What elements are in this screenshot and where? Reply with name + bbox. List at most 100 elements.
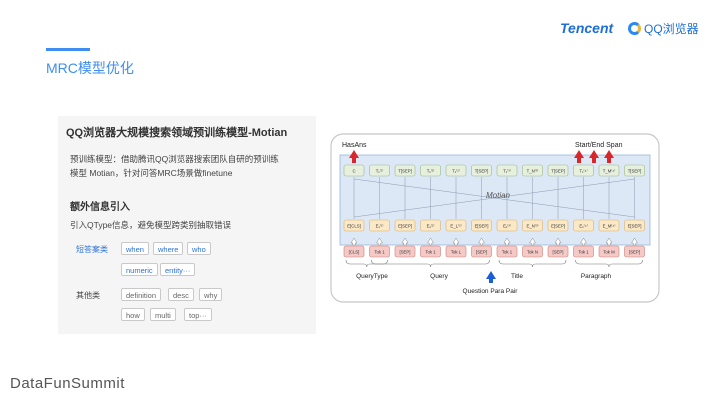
output-token-box [369,164,390,177]
input-token-box [471,245,492,258]
input-token: Tok 1 [369,245,390,258]
input-token-label: Tok 1 [502,250,513,255]
output-token-label: T_M⁽⁴⁾ [603,169,616,174]
output-token: T₁⁽⁴⁾ [573,164,594,177]
input-arrow [427,237,434,246]
qtype-tag: who [187,242,211,255]
input-token-box [598,245,620,258]
input-token: Tok 1 [496,245,518,258]
input-token-box [624,245,645,258]
input-token: Tok 1 [420,245,441,258]
input-token-box [496,245,518,258]
output-token: T[SEP] [471,164,492,177]
input-token-box [369,245,390,258]
input-token-box [420,245,441,258]
input-token: [SEP] [547,245,569,258]
qq-browser-logo: QQ浏览器 [628,20,699,37]
qtype-tag: entity··· [160,263,196,276]
connection-line [353,178,635,218]
embedding-token: E₁⁽¹⁾ [369,219,390,232]
output-red-arrow [604,150,614,163]
output-token-label: T₁⁽¹⁾ [376,169,384,174]
model-block [339,154,651,246]
input-token-label: [SEP] [476,250,487,255]
pretrain-desc-line2: 模型 Motian，针对问答MRC场景做finetune [70,168,233,178]
input-token: Tok N [522,245,543,258]
output-token: T₁⁽³⁾ [496,164,518,177]
embedding-token: E_M⁽⁴⁾ [598,219,620,232]
transformer-connections [353,177,635,219]
embedding-token-box [496,219,518,232]
short-answer-category-label: 短答案类 [76,245,108,254]
output-token: T[SEP] [547,164,569,177]
section-desc: 引入QType信息，避免模型跨类别抽取错误 [70,220,232,230]
embedding-token: E[SEP] [624,219,645,232]
pretrain-desc-line1: 预训练模型：借助腾讯QQ浏览器搜索团队自研的预训练 [70,154,279,164]
embedding-token-label: E₁⁽¹⁾ [376,224,384,229]
output-token: T[SEP] [624,164,645,177]
embedding-token-box [547,219,569,232]
input-token: [CLS] [343,245,365,258]
input-token-box [445,245,467,258]
embedding-token: E[SEP] [471,219,492,232]
output-token-label: T₁⁽⁴⁾ [579,169,587,174]
embedding-token: E₁⁽³⁾ [496,219,518,232]
output-token-box [624,164,645,177]
other-category-label: 其他类 [76,291,100,300]
group-label-querytype: QueryType [356,273,388,280]
embedding-token-box [369,219,390,232]
embedding-token-label: E[CLS] [347,224,361,229]
embedding-token-row: E[CLS] E₁⁽¹⁾ E[SEP] E₁⁽²⁾ E_L⁽²⁾ E[SEP] E₁⁽³⁾ E… [343,219,645,232]
input-arrow [350,237,358,246]
input-arrow [580,237,587,246]
output-token-box [445,164,467,177]
output-token-label: T₁⁽²⁾ [427,169,435,174]
output-token-box [471,164,492,177]
output-token: T_N⁽³⁾ [522,164,543,177]
segment-bracket [498,259,567,268]
embedding-token-box [522,219,543,232]
embedding-token-label: E₁⁽⁴⁾ [579,224,587,229]
output-token-label: T_N⁽³⁾ [527,169,539,174]
input-arrow [529,237,536,246]
group-label-paragraph: Paragraph [581,273,612,280]
group-label-query: Query [430,273,448,280]
output-token-box [573,164,594,177]
embedding-token-box [471,219,492,232]
input-arrow [503,237,511,246]
output-token-box [394,164,416,177]
embedding-token-label: E₁⁽²⁾ [427,224,435,229]
embedding-token-box [598,219,620,232]
segment-bracket [575,259,643,268]
embedding-token-label: E[SEP] [475,224,489,229]
segment-brackets [345,259,643,268]
embedding-token: E_L⁽²⁾ [445,219,467,232]
qtype-tag: how [121,308,145,321]
output-token-box [547,164,569,177]
footer-brand: DataFunSummit [10,375,125,392]
input-arrow [631,237,638,246]
qtype-tag: numeric [121,263,158,276]
input-token-label: [SEP] [400,250,411,255]
output-token-box [420,164,441,177]
input-token: Tok 1 [573,245,594,258]
output-token: T[SEP] [394,164,416,177]
embedding-token-box [624,219,645,232]
input-token: Tok M [598,245,620,258]
output-token-label: T[SEP] [475,169,489,174]
embedding-token-box [343,219,365,232]
output-token-label: T₁⁽²⁾ [452,169,460,174]
output-arrows [349,150,614,163]
input-token-label: Tok 1 [578,250,589,255]
output-token: T₁⁽²⁾ [445,164,467,177]
embedding-token: E[SEP] [547,219,569,232]
qq-browser-icon [628,22,641,35]
question-para-pair-label: Question Para Pair [463,288,519,295]
embedding-token-box [394,219,416,232]
qtype-tag: why [199,288,223,301]
input-arrows [350,237,638,246]
page-title: MRC模型优化 [46,60,134,76]
embedding-token-label: E[SEP] [398,224,412,229]
